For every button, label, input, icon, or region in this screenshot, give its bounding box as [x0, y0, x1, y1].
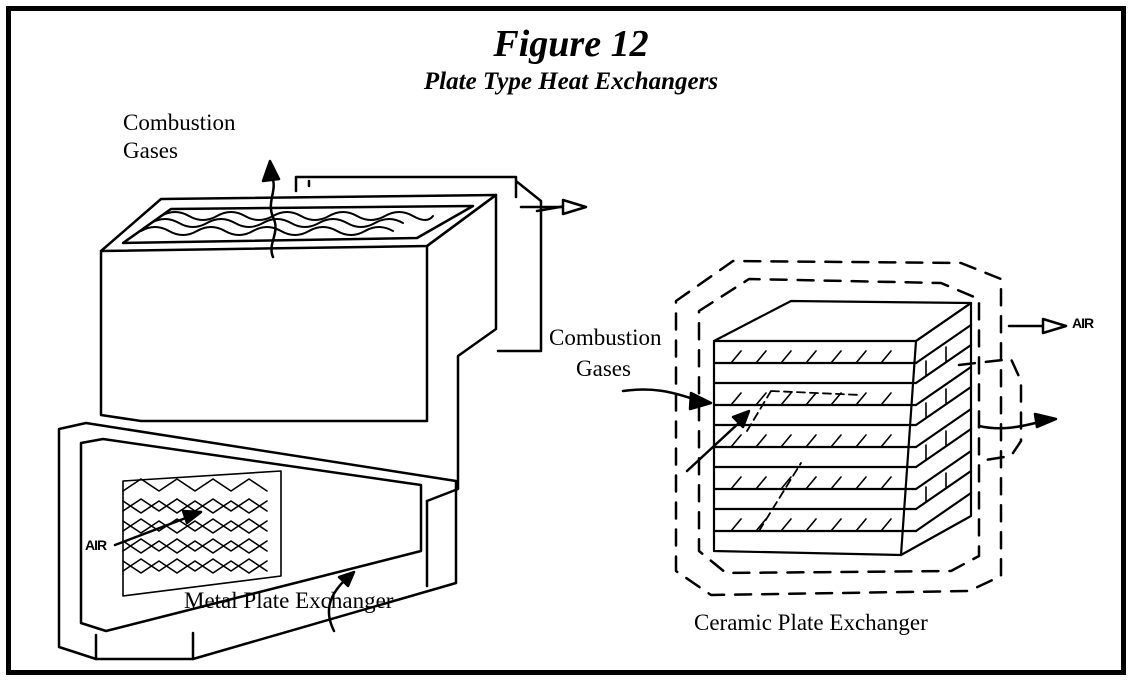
- metal-air-duct-outer: [57, 421, 458, 661]
- ceramic-housing-outer: [674, 259, 1003, 597]
- metal-air-duct-inner: [79, 437, 423, 633]
- ceramic-caption: Ceramic Plate Exchanger: [694, 610, 928, 635]
- figure-frame: Figure 12 Plate Type Heat Exchangers: [6, 6, 1126, 675]
- metal-gas-label-line2: Gases: [123, 138, 178, 163]
- metal-box-front: [99, 244, 429, 423]
- ceramic-gas-outlet-arrow: [977, 419, 1045, 430]
- ceramic-gas-inlet-arrow: [621, 388, 701, 403]
- ceramic-air-label: AIR: [1072, 315, 1094, 331]
- metal-gas-outlet-arrow: [269, 173, 277, 259]
- ceramic-gas-label-line1: Combustion: [549, 325, 662, 350]
- figure-subtitle: Plate Type Heat Exchangers: [423, 68, 719, 95]
- metal-air-duct-lip: [94, 631, 195, 661]
- diagram-drawing: [57, 159, 1068, 661]
- metal-top-corrugation: [140, 211, 434, 236]
- ceramic-housing-right-loop: [957, 357, 1023, 463]
- ceramic-flow-arrows: [621, 317, 1068, 473]
- ceramic-layers-side: [914, 323, 973, 533]
- metal-air-inlet-arrow: [113, 514, 193, 547]
- metal-caption: Metal Plate Exchanger: [184, 588, 394, 613]
- metal-air-label: AIR: [85, 537, 107, 553]
- ceramic-gas-label-line2: Gases: [576, 356, 631, 381]
- ceramic-block-top: [712, 299, 973, 343]
- ceramic-gas-path: [685, 419, 743, 473]
- ceramic-plate-exchanger: [674, 259, 1023, 597]
- figure-title: Figure 12: [493, 23, 649, 65]
- ceramic-channel-ribs: [730, 346, 947, 532]
- metal-plate-exchanger: [57, 175, 573, 661]
- metal-box-side: [425, 193, 498, 503]
- ceramic-housing-inner: [697, 277, 981, 575]
- ceramic-internal-flow: [746, 390, 862, 532]
- metal-top-duct: [294, 175, 543, 353]
- metal-flow-arrows: [113, 159, 588, 633]
- ceramic-layers-front: [712, 361, 918, 533]
- metal-gas-label-line1: Combustion: [123, 110, 236, 135]
